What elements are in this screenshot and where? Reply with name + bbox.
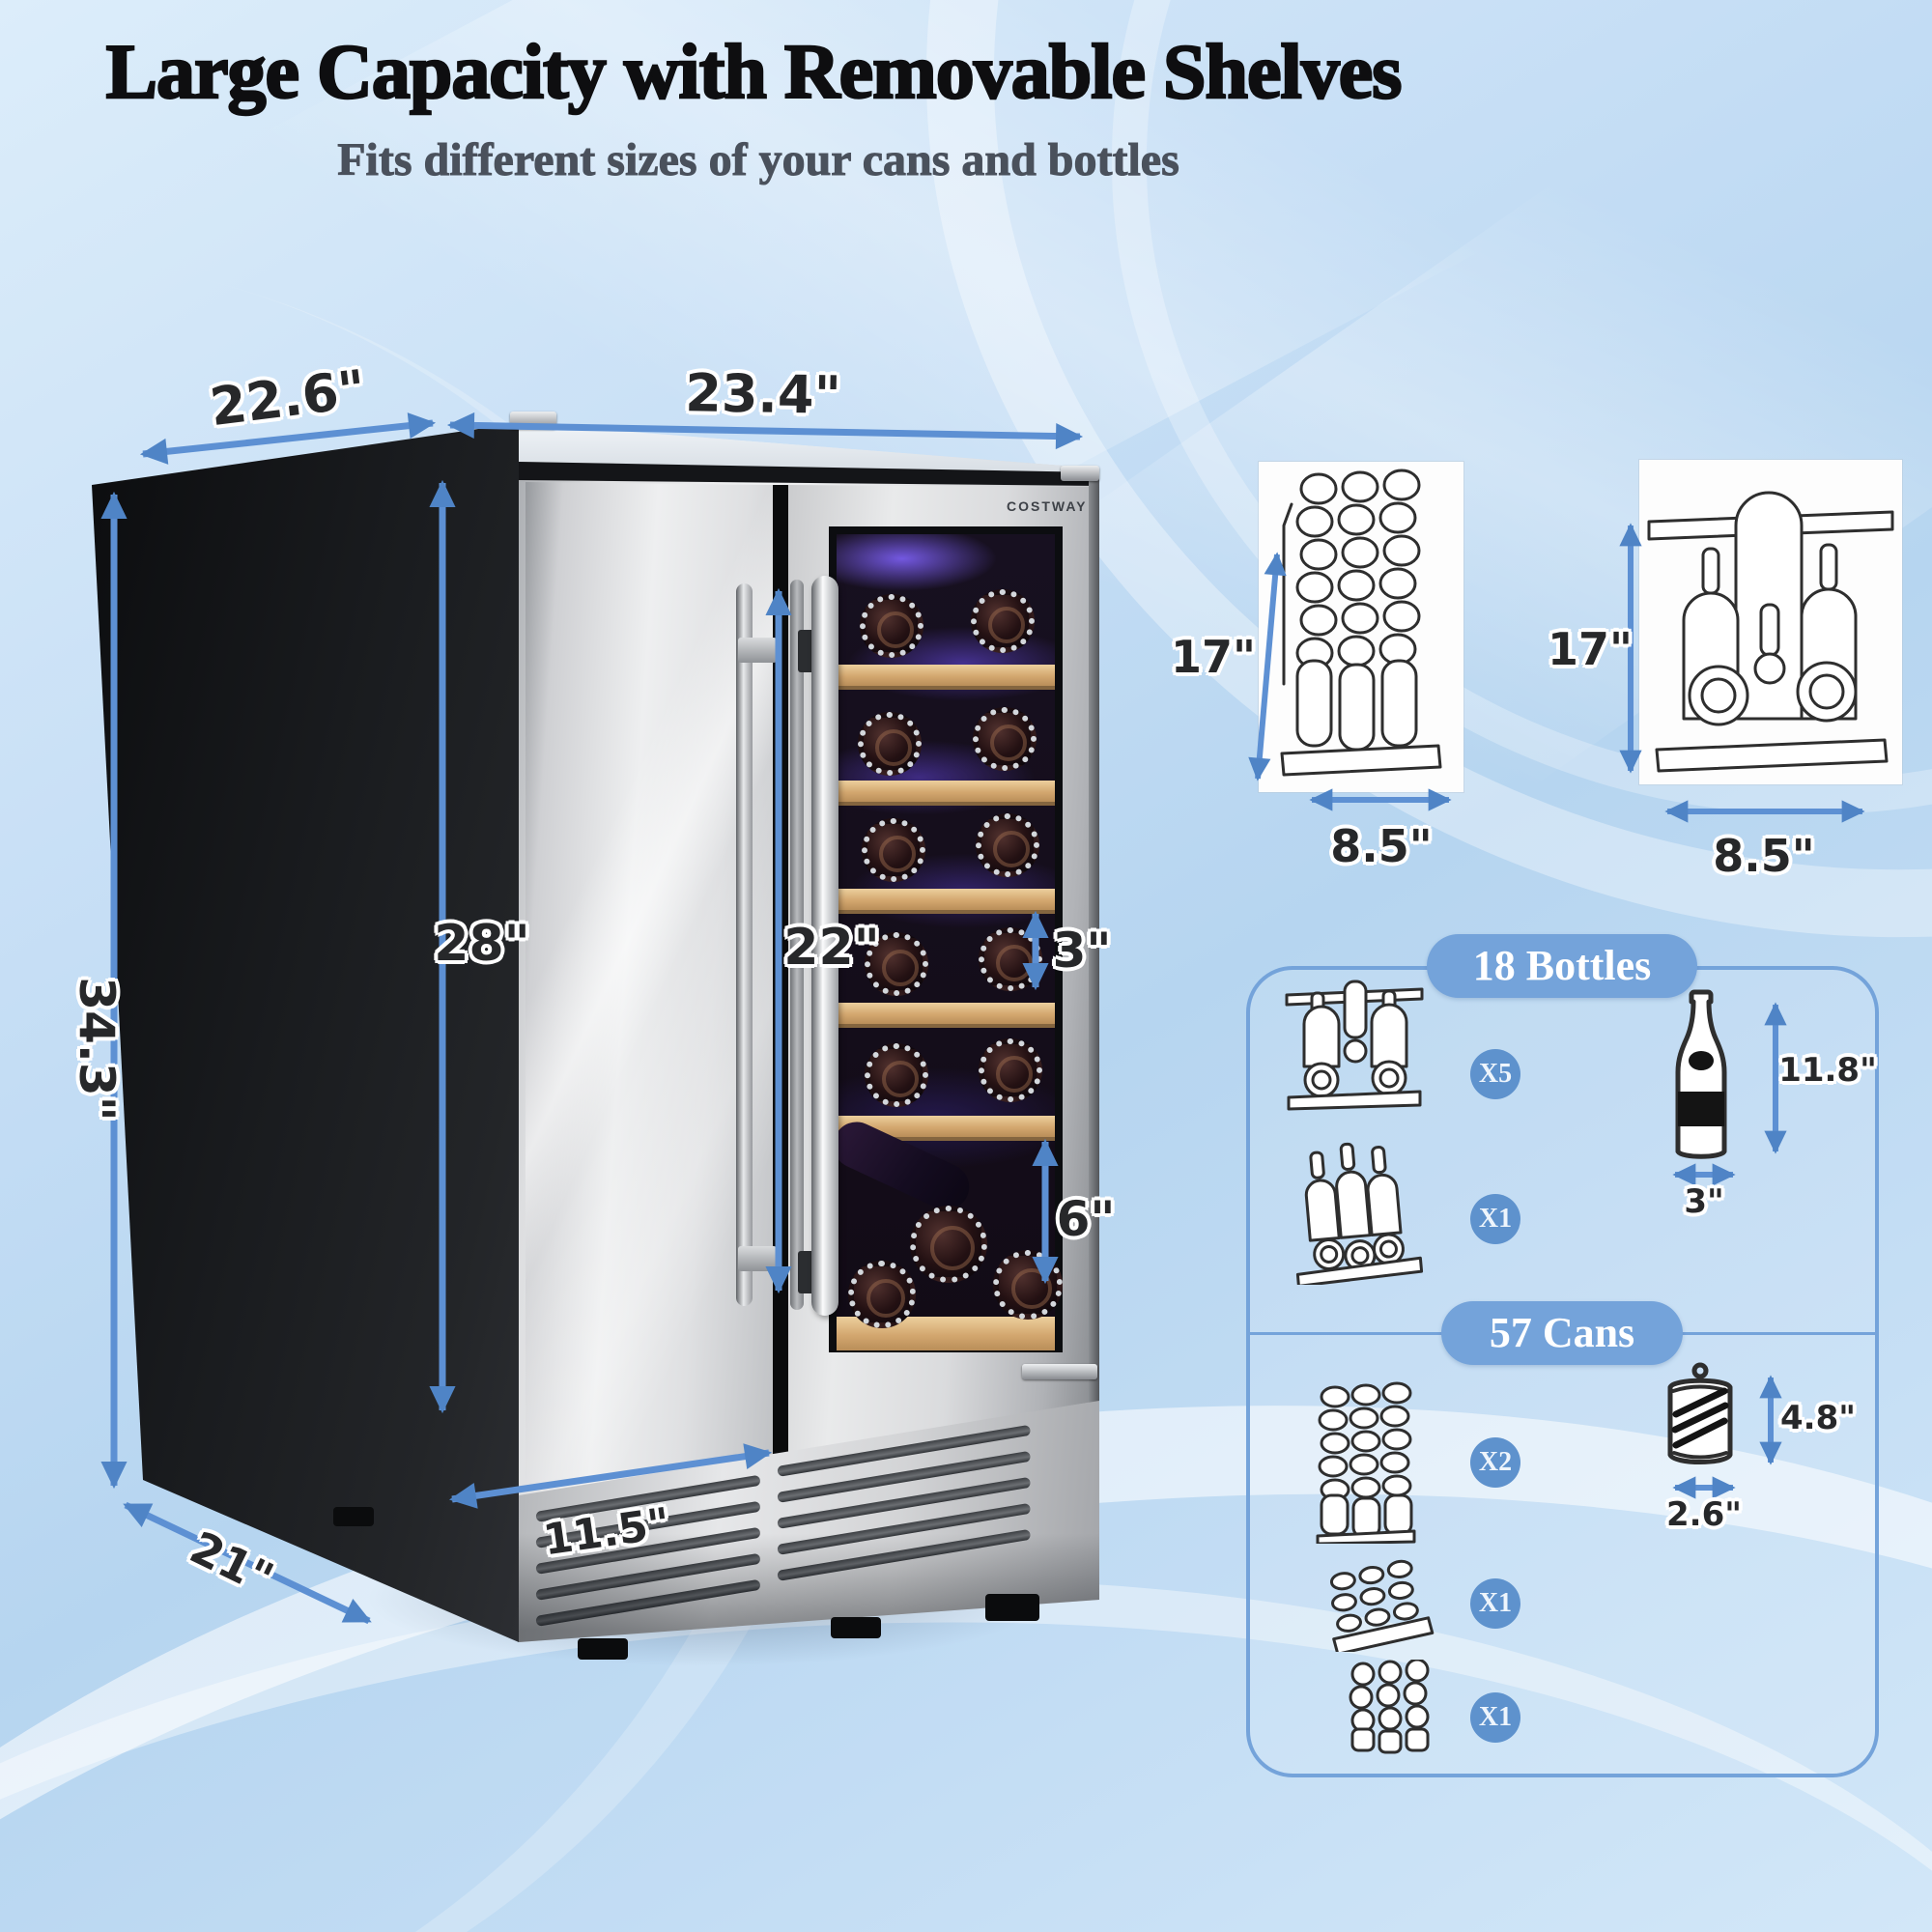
- fridge-left-door-reflection: [526, 482, 773, 1494]
- fridge-foot: [578, 1638, 628, 1660]
- dim-door-height: 28": [434, 915, 530, 973]
- top-left-hinge: [510, 412, 556, 429]
- brand-logo: COSTWAY: [1007, 498, 1088, 514]
- left-handle-bracket: [738, 638, 777, 663]
- bottle-tray-icon: [1277, 1140, 1432, 1289]
- dim-bottom-section: 6": [1056, 1191, 1116, 1247]
- dim-inner-height: 22": [783, 919, 880, 977]
- left-door-handle: [736, 583, 753, 1306]
- wine-bottle: [993, 1250, 1063, 1320]
- can-grid-icon: [1343, 1658, 1437, 1760]
- dim-shelf-gap: 3": [1052, 923, 1112, 979]
- bottle-shelf-art: [1647, 491, 1894, 773]
- wine-shelf: [837, 665, 1055, 690]
- dim-total-height: 34.3": [69, 977, 125, 1122]
- fridge-foot: [985, 1594, 1039, 1621]
- dim-can-width: 2.6": [1666, 1495, 1742, 1534]
- fridge-foot: [333, 1507, 374, 1526]
- fridge-foot: [831, 1617, 881, 1638]
- wine-bottle: [860, 594, 923, 658]
- wine-shelf: [837, 1003, 1055, 1028]
- wine-bottle: [848, 1261, 916, 1328]
- top-right-hinge: [1061, 466, 1099, 481]
- wine-bottle: [910, 1206, 987, 1283]
- dim-bottle-shelf-height: 17": [1548, 623, 1633, 675]
- dim-can-shelf-height: 17": [1171, 631, 1256, 683]
- wine-bottle: [858, 712, 922, 776]
- page-title: Large Capacity with Removable Shelves: [104, 29, 1403, 117]
- dim-bottle-shelf-width: 8.5": [1713, 830, 1815, 882]
- bottles-capacity-badge: 18 Bottles: [1427, 934, 1697, 998]
- bottle-rack-qty-badge: X5: [1470, 1049, 1520, 1099]
- wine-bottle: [973, 707, 1037, 771]
- dim-can-height: 4.8": [1780, 1399, 1856, 1437]
- bottle-rack-icon: [1277, 974, 1432, 1115]
- wine-bottle: [862, 818, 925, 882]
- wine-bottle: [865, 1043, 928, 1107]
- dim-bottle-height: 11.8": [1778, 1051, 1877, 1090]
- wine-bottle: [979, 1038, 1042, 1102]
- fridge-right-edge: [1089, 472, 1099, 1597]
- can-grid-qty-badge: X1: [1470, 1692, 1520, 1743]
- can-shelf-art: [1280, 469, 1442, 777]
- champagne-bottle-icon: [1663, 987, 1739, 1167]
- can-tray-qty-badge: X1: [1470, 1578, 1520, 1629]
- wine-shelf: [837, 781, 1055, 806]
- wine-shelf: [837, 889, 1055, 914]
- wine-bottle: [865, 932, 928, 996]
- fridge-side-panel: [92, 423, 519, 1642]
- wine-bottle: [979, 927, 1042, 991]
- page-subtitle: Fits different sizes of your cans and bo…: [337, 134, 1180, 186]
- dim-bottle-width: 3": [1684, 1182, 1724, 1221]
- dim-top-width: 23.4": [684, 362, 842, 426]
- dim-top-depth: 22.6": [207, 357, 369, 439]
- can-stack-qty-badge: X2: [1470, 1437, 1520, 1488]
- wine-bottle: [976, 813, 1039, 877]
- can-shelf-diagram-box: [1259, 462, 1463, 792]
- can-stack-icon: [1312, 1381, 1420, 1548]
- right-door-handle: [811, 576, 838, 1316]
- dim-can-shelf-width: 8.5": [1330, 820, 1433, 872]
- bottle-shelf-diagram-box: [1639, 460, 1902, 784]
- beverage-can-icon: [1662, 1360, 1739, 1476]
- left-handle-bracket: [738, 1246, 777, 1271]
- can-tray-icon: [1318, 1555, 1437, 1656]
- bottom-right-hinge: [1022, 1364, 1097, 1379]
- wine-bottle: [971, 589, 1035, 653]
- fridge-glass-window: [825, 526, 1063, 1352]
- cans-capacity-badge: 57 Cans: [1441, 1301, 1683, 1365]
- bottle-tray-qty-badge: X1: [1470, 1194, 1520, 1244]
- right-door-handle-inner: [790, 580, 804, 1310]
